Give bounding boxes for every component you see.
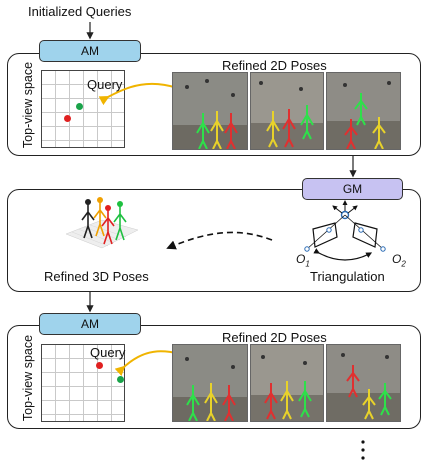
camera-view-photo (172, 72, 248, 150)
query-label: Query (90, 345, 126, 360)
panel-geometry (7, 189, 421, 292)
am-tag-top: AM (39, 40, 141, 62)
refined-2d-poses-header: Refined 2D Poses (222, 330, 327, 345)
camera-view-photo (326, 344, 401, 422)
o2-label: O2 (392, 252, 406, 269)
gm-tag: GM (302, 178, 403, 200)
continuation-ellipsis (358, 438, 368, 462)
query-point-red (64, 115, 71, 122)
triangulation-caption: Triangulation (310, 269, 385, 284)
query-point-red (96, 362, 103, 369)
top-view-grid (41, 344, 125, 422)
query-point-green (76, 103, 83, 110)
refined-3d-poses-figure (62, 194, 140, 266)
top-view-grid (41, 70, 125, 148)
query-label: Query (87, 77, 123, 92)
refined-3d-poses-caption: Refined 3D Poses (44, 269, 149, 284)
camera-view-photo (172, 344, 248, 422)
triangulation-diagram (304, 200, 386, 261)
query-point-green (117, 376, 124, 383)
am-tag-bottom: AM (39, 313, 141, 335)
camera-view-photo (250, 344, 324, 422)
camera-view-photo (250, 72, 324, 150)
o1-label: O1 (296, 252, 310, 269)
camera-view-photo (326, 72, 401, 150)
refined-2d-poses-header: Refined 2D Poses (222, 58, 327, 73)
initialized-queries-label: Initialized Queries (28, 4, 132, 19)
